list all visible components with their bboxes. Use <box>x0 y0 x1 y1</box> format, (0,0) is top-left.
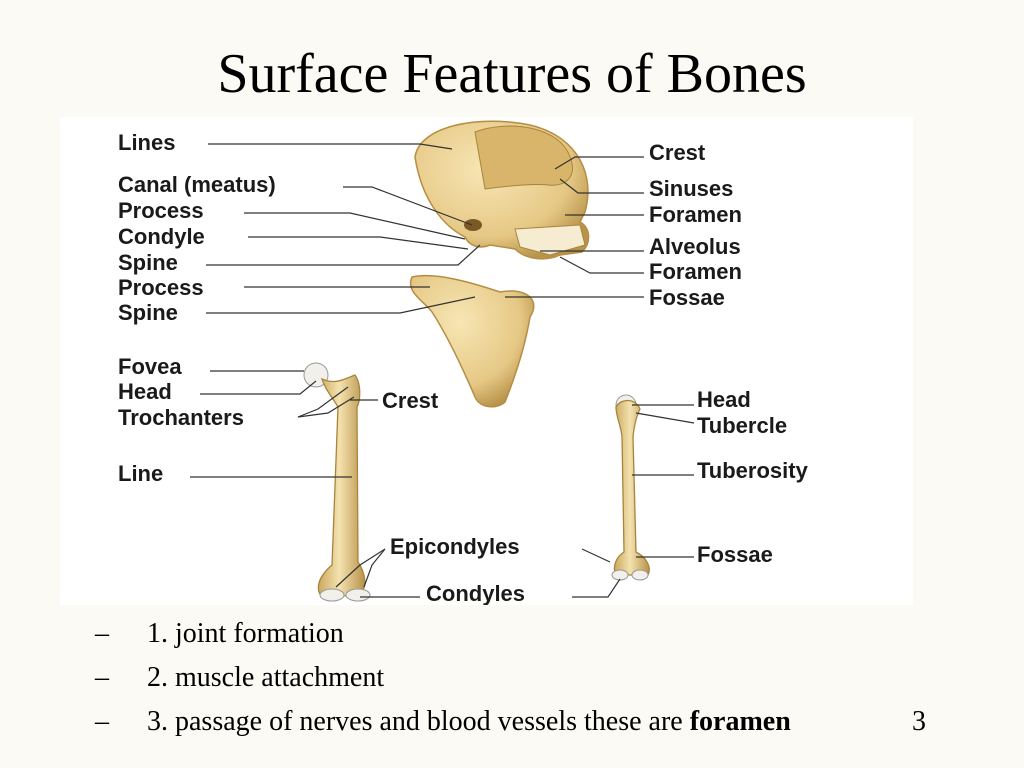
bullet-text: 1. joint formation <box>147 618 344 649</box>
scapula-body <box>409 274 535 408</box>
label-sinuses: Sinuses <box>649 176 733 201</box>
skull-cut-interior <box>474 125 573 190</box>
leader-canal <box>343 186 473 226</box>
humerus-condyle-2 <box>631 569 649 581</box>
label-lines: Lines <box>118 130 175 155</box>
label-tubercle: Tubercle <box>697 413 787 438</box>
bullet-item: – 2. muscle attachment <box>95 656 955 700</box>
humerus-drawing <box>611 394 650 581</box>
leader-condyles-humerus <box>572 578 621 598</box>
bullet-dash: – <box>95 618 109 649</box>
leader-process1 <box>244 212 466 240</box>
label-tuberosity: Tuberosity <box>697 458 809 483</box>
leader-trochanters-1 <box>297 386 349 418</box>
leader-condyle <box>248 236 469 250</box>
skull-teeth <box>514 224 586 256</box>
label-head-femur: Head <box>118 379 172 404</box>
leader-spine1 <box>206 244 481 266</box>
leader-epicondyles-1 <box>335 548 386 588</box>
slide-title: Surface Features of Bones <box>217 43 807 105</box>
leader-head <box>200 380 317 395</box>
femur-condyle-medial <box>345 588 371 602</box>
label-trochanters: Trochanters <box>118 405 244 430</box>
label-foramen-1: Foramen <box>649 202 742 227</box>
label-process-skull: Process <box>118 198 204 223</box>
slide-number: 3 <box>912 706 926 737</box>
bone-features-diagram: Lines Canal (meatus) Process Condyle Spi… <box>60 117 913 605</box>
label-line: Line <box>118 461 163 486</box>
bullet-list: – 1. joint formation – 2. muscle attachm… <box>95 612 955 744</box>
scapula-drawing <box>409 274 535 408</box>
femur-shaft <box>317 374 366 598</box>
bullet-text: 2. muscle attachment <box>147 662 385 693</box>
label-head-humerus: Head <box>697 387 751 412</box>
skull-ear-canal <box>464 219 482 231</box>
humerus-shaft <box>613 399 650 576</box>
label-condyle: Condyle <box>118 224 205 249</box>
leader-spine2 <box>206 296 476 314</box>
label-fossae-scapula: Fossae <box>649 285 725 310</box>
label-fovea: Fovea <box>118 354 182 379</box>
leader-epicondyles-2 <box>363 548 386 588</box>
leader-lines <box>190 143 695 598</box>
leader-tubercle <box>635 412 695 424</box>
bullet-item: – 3. passage of nerves and blood vessels… <box>95 700 955 744</box>
leader-epicondyles-humerus <box>581 548 611 563</box>
bullet-dash: – <box>95 706 109 737</box>
humerus-condyle-1 <box>611 569 629 581</box>
leader-lines <box>208 143 453 150</box>
label-epicondyles: Epicondyles <box>390 534 520 559</box>
label-spine-skull: Spine <box>118 250 178 275</box>
leader-trochanters-2 <box>297 396 355 418</box>
bullet-item: – 1. joint formation <box>95 612 955 656</box>
label-canal-meatus: Canal (meatus) <box>118 172 276 197</box>
label-spine-scapula: Spine <box>118 300 178 325</box>
label-crest-skull: Crest <box>649 140 706 165</box>
femur-condyle-lateral <box>319 588 345 602</box>
bullet-bold-term: foramen <box>689 706 791 737</box>
label-process-scapula: Process <box>118 275 204 300</box>
label-crest-femur: Crest <box>382 388 439 413</box>
femur-drawing <box>303 362 371 602</box>
leader-foramen2 <box>559 256 644 274</box>
bullet-dash: – <box>95 662 109 693</box>
leader-sinuses <box>559 178 644 194</box>
label-fossae-humerus: Fossae <box>697 542 773 567</box>
label-condyles: Condyles <box>426 581 525 605</box>
bullet-text-container: 3. passage of nerves and blood vessels t… <box>147 700 791 744</box>
diagram-svg: Lines Canal (meatus) Process Condyle Spi… <box>118 120 809 605</box>
bullet-text: 3. passage of nerves and blood vessels t… <box>147 706 690 737</box>
skull-drawing <box>414 120 590 260</box>
label-alveolus: Alveolus <box>649 234 741 259</box>
label-foramen-2: Foramen <box>649 259 742 284</box>
leader-crest <box>554 156 644 170</box>
